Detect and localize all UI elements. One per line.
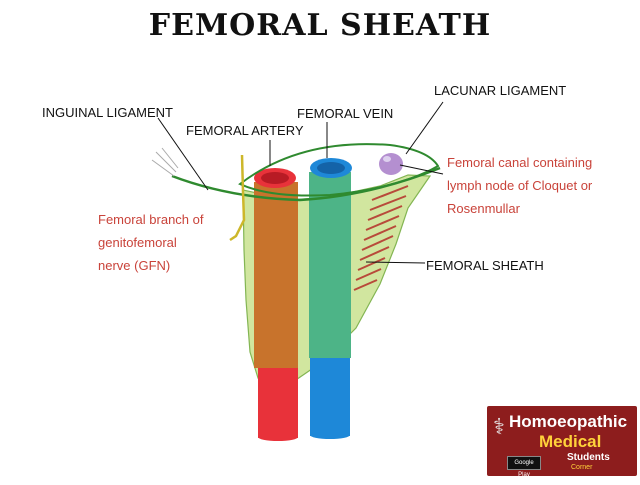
sheath-mouth — [238, 143, 440, 197]
label-lacunar-ligament: LACUNAR LIGAMENT — [434, 83, 567, 98]
gfn-line-3: nerve (GFN) — [98, 258, 171, 273]
brand-badge[interactable]: ⚕ Homoeopathic Medical Google Play Stude… — [487, 406, 637, 478]
badge-line-2: Medical — [539, 432, 602, 451]
femoral-canal-line-1: Femoral canal containing — [447, 155, 593, 170]
label-gfn: Femoral branch of genitofemoral nerve (G… — [98, 208, 204, 277]
caduceus-icon: ⚕ — [493, 414, 505, 439]
ligament-fibers — [151, 147, 179, 177]
artery-in-sheath — [254, 182, 298, 368]
google-play-icon[interactable]: Google Play — [507, 456, 541, 478]
label-femoral-artery: FEMORAL ARTERY — [186, 123, 304, 138]
vein-in-sheath — [309, 172, 351, 358]
gfn-line-2: genitofemoral — [98, 235, 177, 250]
inguinal-ligament — [171, 166, 441, 202]
label-femoral-sheath: FEMORAL SHEATH — [426, 258, 544, 273]
artery-lower — [258, 360, 298, 438]
femoral-canal-line-2: lymph node of Cloquet or — [447, 178, 593, 193]
badge-line-1: Homoeopathic — [509, 412, 628, 431]
label-femoral-vein: FEMORAL VEIN — [297, 106, 394, 121]
label-femoral-canal: Femoral canal containing lymph node of C… — [447, 151, 592, 220]
page-title: FEMORAL SHEATH — [148, 8, 492, 43]
lymph-node-of-cloquet — [379, 153, 403, 175]
badge-line-3: Students — [567, 452, 610, 463]
label-inguinal-ligament: INGUINAL LIGAMENT — [42, 105, 173, 120]
genitofemoral-nerve — [229, 154, 246, 242]
badge-line-4: Corner — [571, 464, 593, 471]
gfn-line-1: Femoral branch of — [98, 212, 204, 227]
femoral-canal-line-3: Rosenmullar — [447, 201, 520, 216]
canal-striations — [353, 185, 409, 291]
leader-lines — [157, 101, 444, 264]
